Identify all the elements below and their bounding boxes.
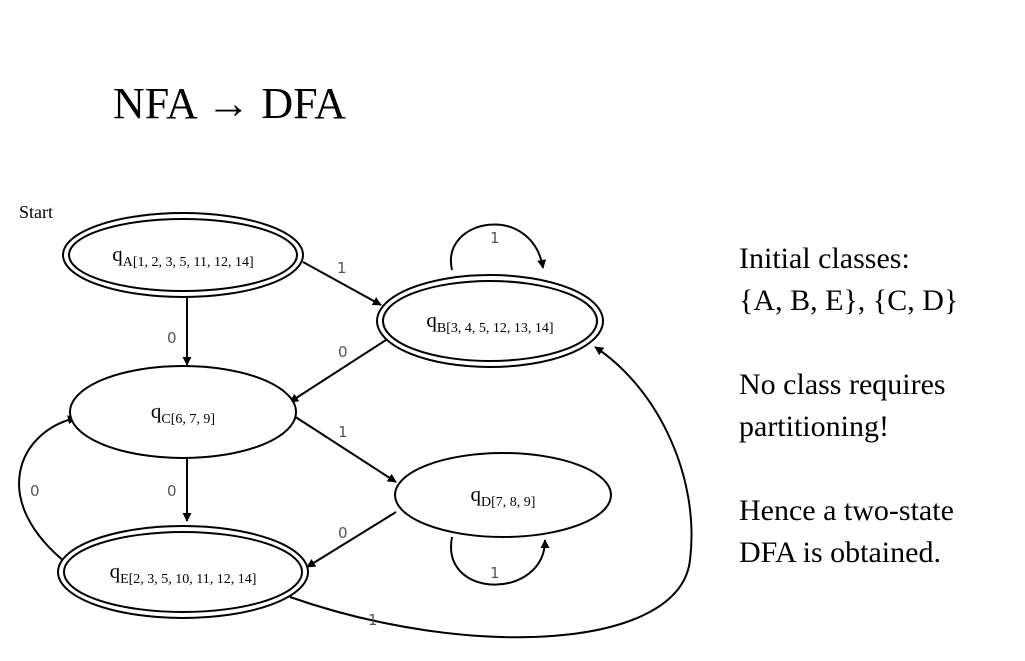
edge-label-d-e: 0 bbox=[338, 524, 348, 542]
svg-text:qA[1, 2, 3, 5, 11, 12, 14]: qA[1, 2, 3, 5, 11, 12, 14] bbox=[112, 242, 253, 270]
partition-note: No class requires partitioning! bbox=[739, 364, 1019, 448]
edge-a-b bbox=[302, 261, 382, 306]
state-e-label: E[2, 3, 5, 10, 11, 12, 14] bbox=[120, 572, 256, 587]
edge-e-c bbox=[18, 415, 77, 567]
edge-label-e-c: 0 bbox=[30, 482, 40, 500]
edge-e-b bbox=[289, 346, 693, 639]
state-a-node: qA[1, 2, 3, 5, 11, 12, 14] bbox=[62, 212, 304, 298]
state-c-label: C[6, 7, 9] bbox=[161, 412, 215, 427]
conclusion-line-1: Hence a two-state bbox=[739, 494, 954, 527]
state-a-label: A[1, 2, 3, 5, 11, 12, 14] bbox=[123, 255, 254, 270]
explanation-notes: Initial classes: {A, B, E}, {C, D} No cl… bbox=[739, 238, 1019, 616]
state-b-q: q bbox=[426, 308, 437, 332]
state-a-q: q bbox=[112, 242, 123, 266]
edge-c-d bbox=[293, 415, 397, 483]
svg-text:qD[7, 8, 9]: qD[7, 8, 9] bbox=[471, 482, 536, 510]
state-b-node: qB[3, 4, 5, 12, 13, 14] bbox=[376, 274, 604, 368]
svg-text:qB[3, 4, 5, 12, 13, 14]: qB[3, 4, 5, 12, 13, 14] bbox=[426, 308, 553, 336]
initial-classes-heading: Initial classes: bbox=[739, 242, 910, 275]
state-d-label: D[7, 8, 9] bbox=[481, 495, 535, 510]
edge-d-e bbox=[306, 511, 397, 568]
state-e-node: qE[2, 3, 5, 10, 11, 12, 14] bbox=[57, 525, 309, 619]
conclusion-note: Hence a two-state DFA is obtained. bbox=[739, 490, 1019, 574]
edge-b-b-loop bbox=[449, 223, 547, 271]
edge-label-a-c: 0 bbox=[167, 329, 177, 347]
edge-b-c bbox=[289, 339, 387, 403]
state-d-q: q bbox=[471, 482, 482, 506]
state-b-label: B[3, 4, 5, 12, 13, 14] bbox=[437, 321, 554, 336]
slide-title: NFA → DFA bbox=[113, 79, 347, 128]
start-label: Start bbox=[19, 202, 53, 222]
conclusion-line-2: DFA is obtained. bbox=[739, 536, 941, 569]
state-c-node: qC[6, 7, 9] bbox=[69, 365, 297, 459]
state-d-node: qD[7, 8, 9] bbox=[394, 452, 612, 538]
edge-label-e-b: 1 bbox=[368, 611, 378, 629]
state-c-q: q bbox=[151, 399, 162, 423]
partition-line-1: No class requires bbox=[739, 368, 946, 401]
partition-line-2: partitioning! bbox=[739, 410, 889, 443]
edge-label-b-c: 0 bbox=[338, 343, 348, 361]
edge-d-d-loop bbox=[450, 536, 550, 586]
edge-label-c-d: 1 bbox=[338, 423, 348, 441]
svg-text:qC[6, 7, 9]: qC[6, 7, 9] bbox=[151, 399, 215, 427]
edge-label-c-e: 0 bbox=[167, 482, 177, 500]
svg-text:qE[2, 3, 5, 10, 11, 12, 14]: qE[2, 3, 5, 10, 11, 12, 14] bbox=[110, 559, 257, 587]
state-e-q: q bbox=[110, 559, 121, 583]
edge-label-b-b: 1 bbox=[490, 229, 500, 247]
edge-label-a-b: 1 bbox=[337, 259, 347, 277]
edge-label-d-d: 1 bbox=[490, 564, 500, 582]
initial-classes-note: Initial classes: {A, B, E}, {C, D} bbox=[739, 238, 1019, 322]
initial-classes-sets: {A, B, E}, {C, D} bbox=[739, 284, 959, 317]
